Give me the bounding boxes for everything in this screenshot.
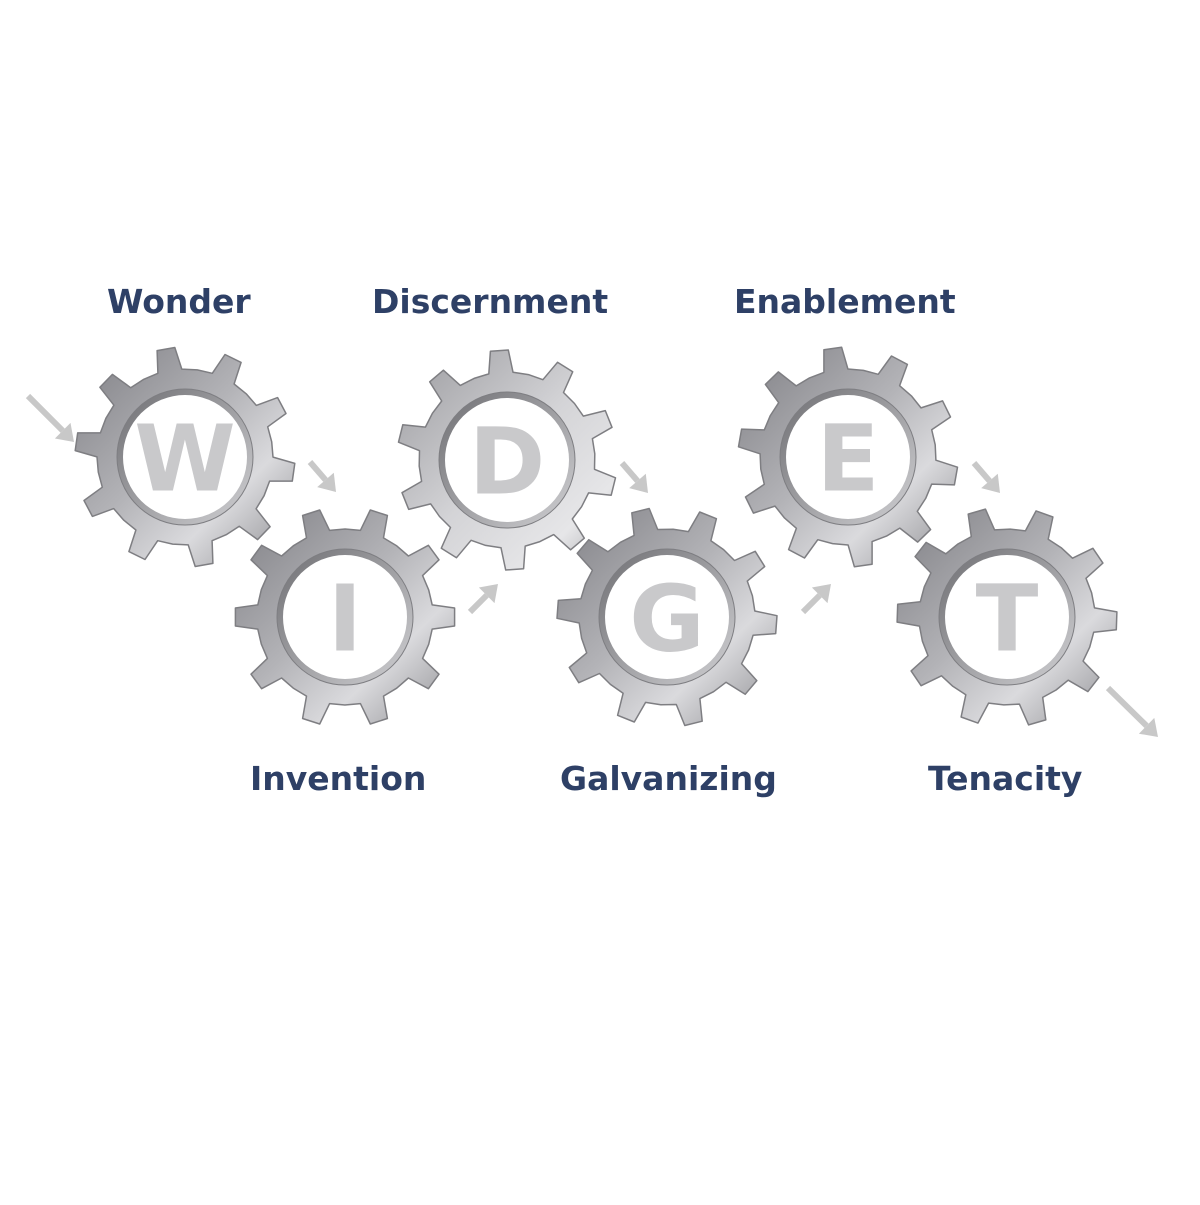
stage-label-wonder: Wonder <box>107 282 251 321</box>
arrow-icon <box>307 460 336 492</box>
stage-label-discernment: Discernment <box>372 282 609 321</box>
gear-letter-d: D <box>469 409 545 516</box>
gear-icon: T <box>896 508 1118 726</box>
gear-letter-e: E <box>817 406 880 513</box>
gear-icon: E <box>737 346 959 568</box>
arrow-icon <box>1105 685 1158 737</box>
stage-label-enablement: Enablement <box>734 282 956 321</box>
arrow-icon <box>467 584 498 615</box>
gear-letter-w: W <box>134 406 235 513</box>
arrow-icon <box>25 393 74 442</box>
gear-icon: W <box>74 346 296 568</box>
stage-label-invention: Invention <box>250 759 427 798</box>
gear-icon: I <box>234 509 456 725</box>
gear-icon: D <box>397 349 617 571</box>
gear-letter-g: G <box>629 566 705 673</box>
arrow-icon <box>800 584 831 615</box>
arrow-icon <box>619 461 648 493</box>
gear-letter-i: I <box>328 566 362 673</box>
arrow-icon <box>971 461 1000 493</box>
stage-label-galvanizing: Galvanizing <box>560 759 777 798</box>
flow-arrows <box>25 393 1158 737</box>
gear-letter-t: T <box>976 566 1039 673</box>
stage-label-tenacity: Tenacity <box>928 759 1083 798</box>
gear-icon: G <box>556 507 778 727</box>
